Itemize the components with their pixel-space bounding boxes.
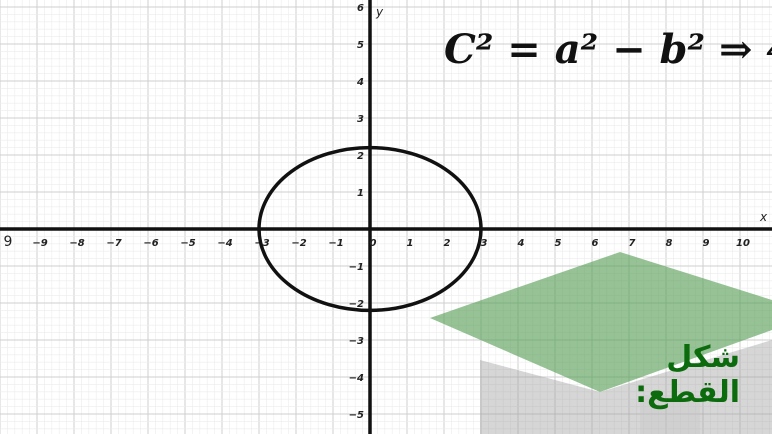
tick-labels: 9 −9 −8 −7 −6 −5 −4 −3 −2 −1 0 1 2 3 4 5 6 7 8 9 10 6 5 4 3 2 1 −1 −… — [4, 3, 750, 421]
x-tick-label: 4 — [517, 238, 525, 249]
x-tick-label: −2 — [291, 238, 306, 249]
x-tick-label: 7 — [629, 238, 636, 249]
watermark-logo — [430, 252, 772, 434]
x-tick-label: −1 — [328, 238, 343, 249]
ellipse-caption: شكل القطع: — [635, 340, 740, 410]
x-tick-label: −6 — [143, 238, 158, 249]
y-tick-label: −1 — [349, 262, 364, 273]
y-tick-label: −4 — [349, 373, 364, 384]
x-tick-label: −7 — [106, 238, 121, 249]
x-tick-label: −4 — [217, 238, 232, 249]
y-axis-label: y — [375, 5, 384, 19]
y-tick-label: 6 — [357, 3, 364, 14]
x-tick-label: 6 — [592, 238, 599, 249]
x-tick-label: 1 — [407, 238, 414, 249]
y-tick-label: 5 — [357, 40, 364, 51]
y-tick-label: −3 — [349, 336, 364, 347]
x-tick-label: 5 — [555, 238, 562, 249]
x-tick-label: −9 — [32, 238, 47, 249]
x-tick-label: −8 — [69, 238, 84, 249]
x-tick-label: 8 — [666, 238, 673, 249]
formula-text: C² = a² − b² ⇒ 4 — [444, 26, 772, 73]
x-tick-label: −5 — [180, 238, 195, 249]
x-tick-label: 9 — [703, 238, 710, 249]
y-tick-label: −2 — [349, 299, 364, 310]
ellipse-curve — [257, 145, 483, 313]
y-tick-label: 3 — [357, 114, 364, 125]
x-tick-label: 3 — [481, 238, 488, 249]
y-tick-label: 4 — [356, 77, 364, 88]
y-tick-label: 1 — [357, 188, 364, 199]
y-tick-label: 2 — [357, 151, 364, 162]
x-tick-label: 0 — [370, 238, 377, 249]
x-tick-label: 10 — [736, 238, 750, 249]
x-tick-label: 2 — [444, 238, 451, 249]
x-tick-label: 9 — [4, 234, 13, 250]
y-tick-label: −5 — [349, 410, 364, 421]
x-axis-label: x — [759, 210, 768, 224]
